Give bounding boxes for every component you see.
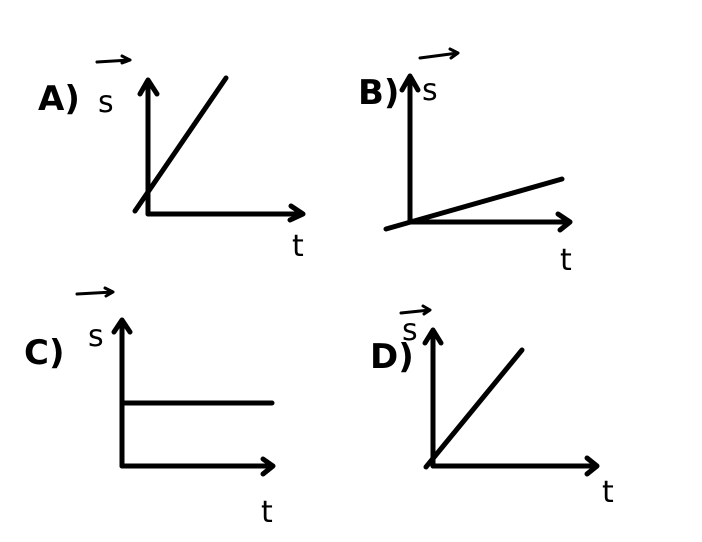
panel-b-x-axis-label: t bbox=[560, 243, 572, 278]
panel-d-label: D) bbox=[370, 337, 414, 377]
panel-c-label: C) bbox=[24, 333, 65, 373]
panel-d-x-axis-label: t bbox=[602, 475, 614, 510]
panel-b-y-axis-label: s bbox=[422, 73, 438, 108]
panel-c-x-axis-label: t bbox=[261, 495, 273, 530]
vector-arrow-icon bbox=[75, 286, 115, 298]
panel-d-x-axis bbox=[430, 455, 600, 477]
panel-b-x-axis bbox=[407, 211, 573, 233]
panel-c: C) s t bbox=[24, 286, 276, 530]
panel-a: A) s t bbox=[38, 54, 306, 264]
panel-a-x-axis bbox=[145, 203, 306, 223]
panel-c-y-axis bbox=[111, 317, 133, 469]
panel-b-y-axis bbox=[399, 73, 421, 225]
panel-d-y-axis bbox=[422, 327, 444, 469]
vector-arrow-icon bbox=[399, 304, 432, 316]
vector-arrow-icon bbox=[418, 47, 460, 60]
panel-b: B) s t bbox=[358, 47, 573, 278]
panel-d: D) s t bbox=[370, 304, 614, 510]
vector-arrow-icon bbox=[95, 54, 132, 65]
panel-c-x-axis bbox=[119, 456, 276, 477]
panel-b-graph-line bbox=[383, 176, 565, 232]
panel-b-label: B) bbox=[358, 73, 399, 113]
panel-a-graph-line bbox=[132, 75, 229, 214]
panel-a-y-axis-label: s bbox=[98, 85, 114, 120]
panel-d-y-axis-label: s bbox=[402, 313, 418, 348]
panel-c-y-axis-label: s bbox=[88, 319, 104, 354]
panel-d-graph-line bbox=[423, 347, 525, 470]
panel-a-label: A) bbox=[38, 79, 80, 119]
panel-a-x-axis-label: t bbox=[292, 229, 304, 264]
